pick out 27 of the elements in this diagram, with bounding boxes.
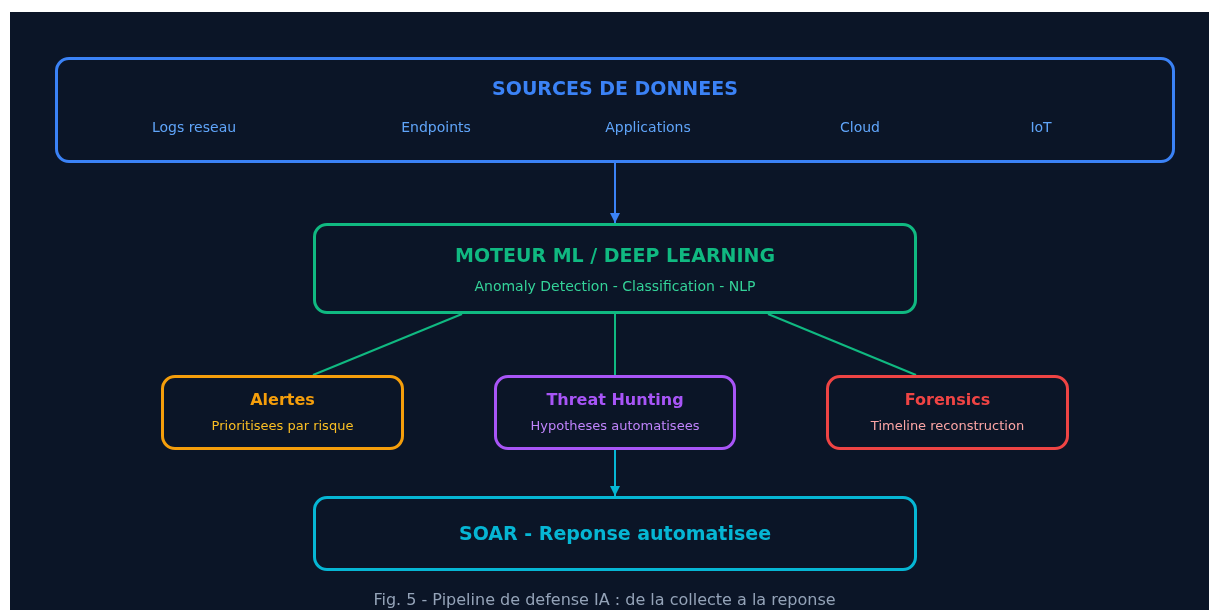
process-box <box>313 496 917 571</box>
box-title: SOURCES DE DONNEES <box>491 77 739 99</box>
box-title: MOTEUR ML / DEEP LEARNING <box>454 244 776 266</box>
connector-line <box>312 313 463 376</box>
box-subtitle: Logs reseau <box>150 119 238 135</box>
arrow <box>610 449 620 497</box>
process-box <box>826 375 1069 450</box>
process-box <box>55 57 1175 163</box>
box-title: Alertes <box>249 390 316 409</box>
process-box <box>161 375 404 450</box>
connector-line <box>767 313 917 376</box>
process-box <box>494 375 736 450</box>
box-subtitle: Prioritisees par risque <box>210 418 355 433</box>
arrow <box>610 162 620 224</box>
box-subtitle: Timeline reconstruction <box>869 418 1026 433</box>
box-subtitle: Endpoints <box>400 119 472 135</box>
box-title: SOAR - Reponse automatisee <box>457 521 773 544</box>
box-subtitle: Hypotheses automatisees <box>529 418 701 433</box>
box-subtitle: Cloud <box>839 119 881 135</box>
box-title: Threat Hunting <box>545 390 685 409</box>
box-subtitle: IoT <box>1029 119 1053 135</box>
connector-line <box>614 313 616 376</box>
box-subtitle: Anomaly Detection - Classification - NLP <box>473 278 757 294</box>
box-subtitle: Applications <box>604 119 692 135</box>
process-box <box>313 223 917 314</box>
figure-caption: Fig. 5 - Pipeline de defense IA : de la collecte a la reponse <box>372 590 837 609</box>
box-title: Forensics <box>903 390 992 409</box>
